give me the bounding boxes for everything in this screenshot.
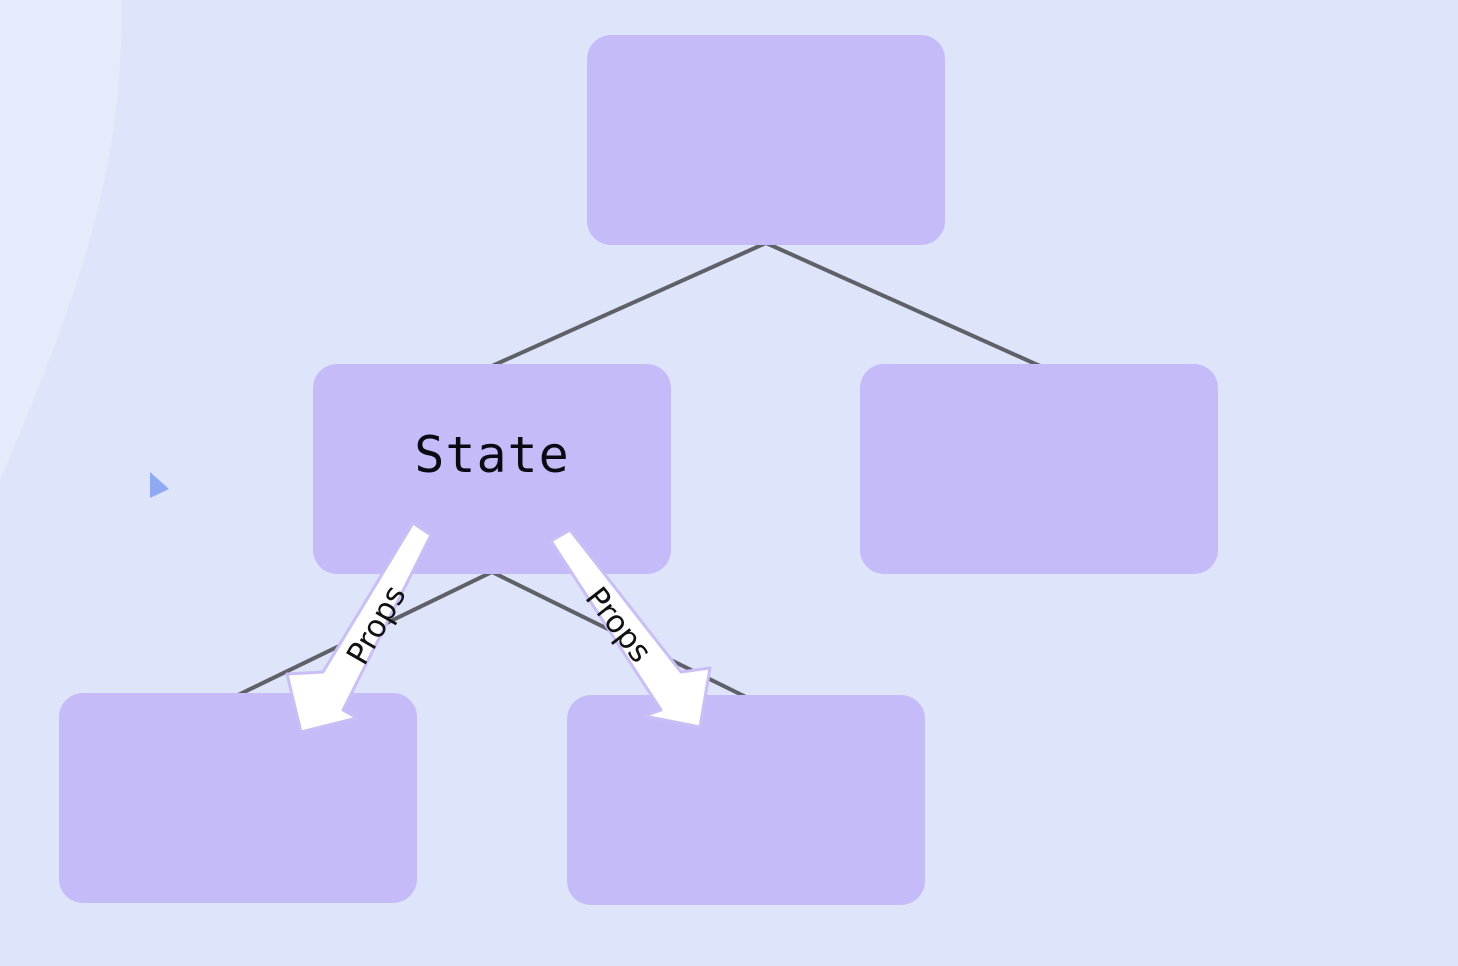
node-state-label: State (414, 426, 570, 484)
node-bottom-left (59, 693, 417, 903)
node-right (860, 364, 1218, 574)
background-shape (0, 0, 122, 480)
node-bottom-center (567, 695, 925, 905)
node-state: State (313, 364, 671, 574)
node-root (587, 35, 945, 245)
pointer-cursor-icon (150, 472, 169, 498)
